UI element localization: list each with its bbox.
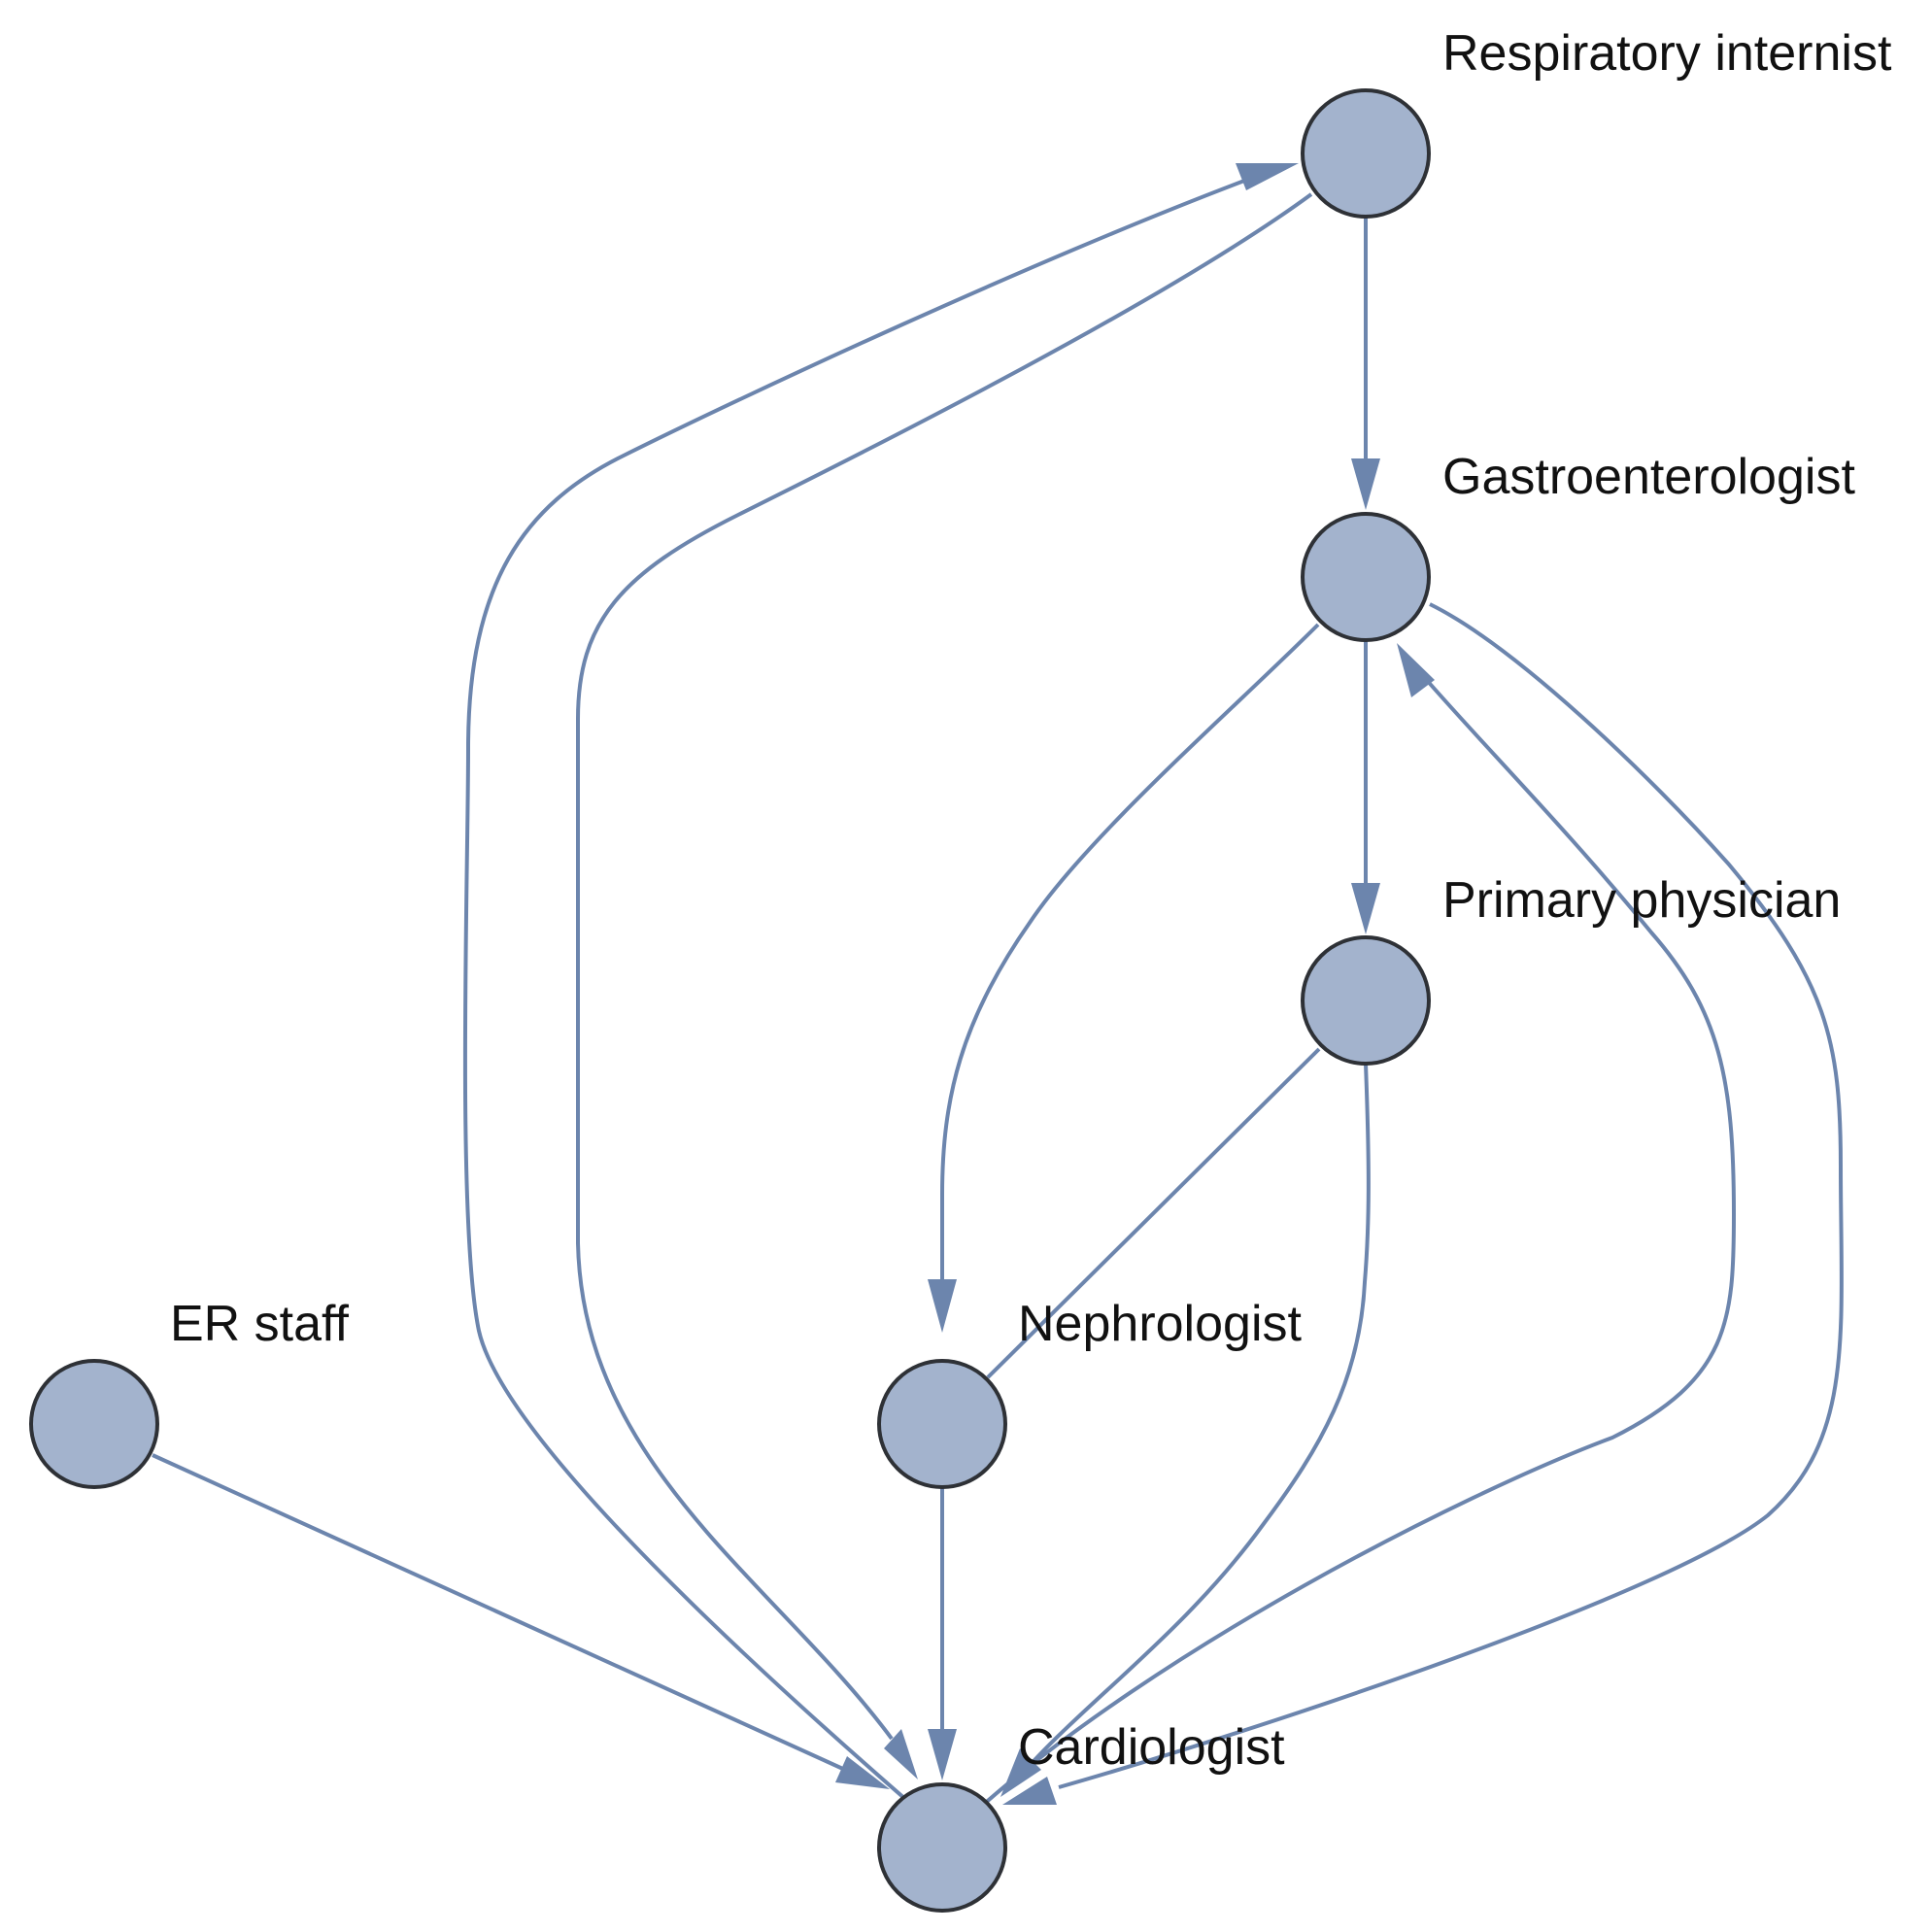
nodes-layer — [29, 88, 1431, 1913]
node-gastroenterologist[interactable] — [1301, 512, 1431, 642]
arrowhead-respiratory-internist-in — [1236, 163, 1299, 190]
arrowhead-gastroenterologist-from-cardio — [1397, 643, 1435, 697]
labels-layer: Respiratory internist Gastroenterologist… — [170, 25, 1892, 1776]
edge-gastroenterologist-to-nephrologist — [940, 623, 1320, 1282]
label-gastroenterologist: Gastroenterologist — [1442, 449, 1855, 505]
arrowhead-cardiologist-from-respiratory — [884, 1729, 918, 1779]
arrowhead-gastroenterologist-from-respiratory — [1351, 458, 1380, 510]
edge-primary-physician-to-nephrologist — [986, 1047, 1321, 1379]
arrowhead-cardiologist-from-primary — [1000, 1748, 1041, 1797]
label-respiratory-internist: Respiratory internist — [1442, 25, 1892, 82]
edge-primary-physician-to-cardiologist — [1023, 1063, 1371, 1773]
label-er-staff: ER staff — [170, 1296, 350, 1352]
label-cardiologist: Cardiologist — [1018, 1719, 1285, 1776]
edges-layer — [152, 163, 1844, 1814]
label-nephrologist: Nephrologist — [1018, 1296, 1302, 1352]
edge-cardiologist-to-respiratory-internist — [462, 173, 1261, 1814]
node-respiratory-internist[interactable] — [1301, 88, 1431, 219]
edge-cardiologist-to-gastroenterologist — [979, 668, 1737, 1809]
edge-gastroenterologist-to-cardiologist — [1058, 602, 1844, 1789]
arrowhead-cardiologist-from-nephro — [928, 1729, 957, 1780]
arrowhead-cardiologist-from-er — [835, 1756, 890, 1789]
node-cardiologist[interactable] — [877, 1782, 1007, 1913]
node-er-staff[interactable] — [29, 1359, 159, 1489]
node-primary-physician[interactable] — [1301, 935, 1431, 1066]
node-nephrologist[interactable] — [877, 1359, 1007, 1489]
arrowhead-cardiologist-from-gastro — [1002, 1777, 1057, 1805]
edge-er-staff-to-cardiologist — [152, 1453, 846, 1772]
label-primary-physician: Primary physician — [1442, 872, 1841, 929]
arrowhead-primary-physician-from-gastro — [1351, 883, 1380, 934]
arrowhead-nephrologist-from-gastro — [928, 1279, 957, 1333]
edge-respiratory-internist-to-cardiologist — [575, 192, 1313, 1741]
